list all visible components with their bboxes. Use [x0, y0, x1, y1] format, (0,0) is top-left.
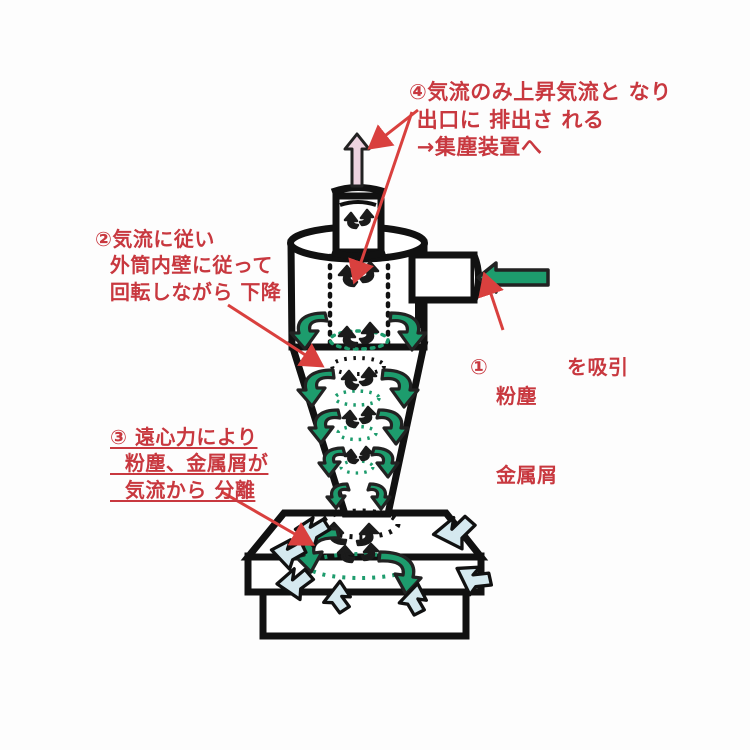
annotation-step-2: ②気流に従い 外筒内壁に従って 回転しながら 下降 — [95, 227, 282, 304]
annotation-step-1-stack: 粉塵 金属屑 — [496, 330, 558, 541]
annotation-step-1-line2: 金属屑 — [496, 462, 558, 487]
annotation-step-1-line1: 粉塵 — [496, 383, 537, 408]
annotation-step-1: ① 粉塵 金属屑 を吸引 — [470, 330, 670, 487]
annotation-step-4: ④気流のみ上昇気流と なり 出口に 排出さ れる →集塵装置へ — [409, 80, 672, 160]
outlet-pipe — [330, 184, 387, 260]
swirl-arrows-cylinder — [289, 311, 428, 352]
annotation-step-1-suffix: を吸引 — [567, 355, 629, 379]
outlet-air-arrow — [343, 132, 371, 188]
tangential-inlet-pipe — [408, 251, 482, 328]
annotation-step-1-marker: ① — [470, 355, 489, 379]
vortex-core-dotted-lines — [327, 253, 391, 351]
pointer-arrows — [221, 108, 505, 546]
annotation-step-3: ③ 遠心力により 粉塵、金属屑が 気流から 分離 — [110, 425, 269, 502]
swirl-arrows-cone — [296, 368, 420, 511]
inlet-air-arrow — [476, 261, 550, 294]
